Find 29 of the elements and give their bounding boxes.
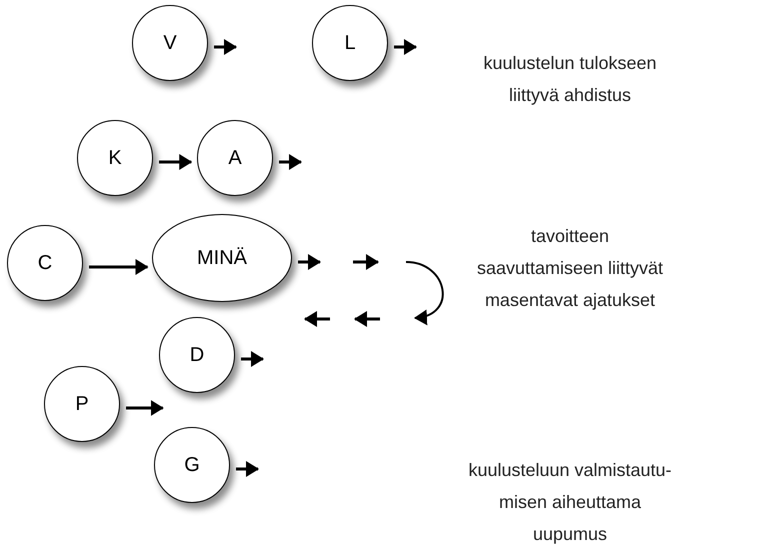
circle-node [159,317,235,393]
arrow [159,154,192,170]
arrow [89,259,148,275]
arrow [236,461,259,477]
annotation-text: kuulusteluun valmistautu- misen aiheuttama uupumus [467,459,673,546]
circle-node [197,120,273,196]
node-label: G [184,455,200,475]
node-label: P [75,394,89,414]
arrow [298,254,321,270]
circle-node [312,5,388,81]
circle-node [154,427,230,503]
arrow [214,39,237,55]
annotation-text: kuulustelun tulokseen liittyvä ahdistus [482,52,658,107]
node-label: MINÄ [197,248,247,268]
arrow [126,400,164,416]
arrow [241,351,264,367]
node-label: K [108,148,122,168]
node-label: D [190,345,204,365]
circle-node [132,5,208,81]
circle-node [44,366,120,442]
node-label: L [344,33,356,53]
circle-node [77,120,153,196]
arrow [394,39,417,55]
node-label: C [38,253,52,273]
arrow [279,154,302,170]
node-label: V [163,33,177,53]
node-label: A [228,148,242,168]
annotation-text: tavoitteen saavuttamiseen liittyvät masentavat ajatukset [476,225,664,312]
circle-node [7,225,83,301]
